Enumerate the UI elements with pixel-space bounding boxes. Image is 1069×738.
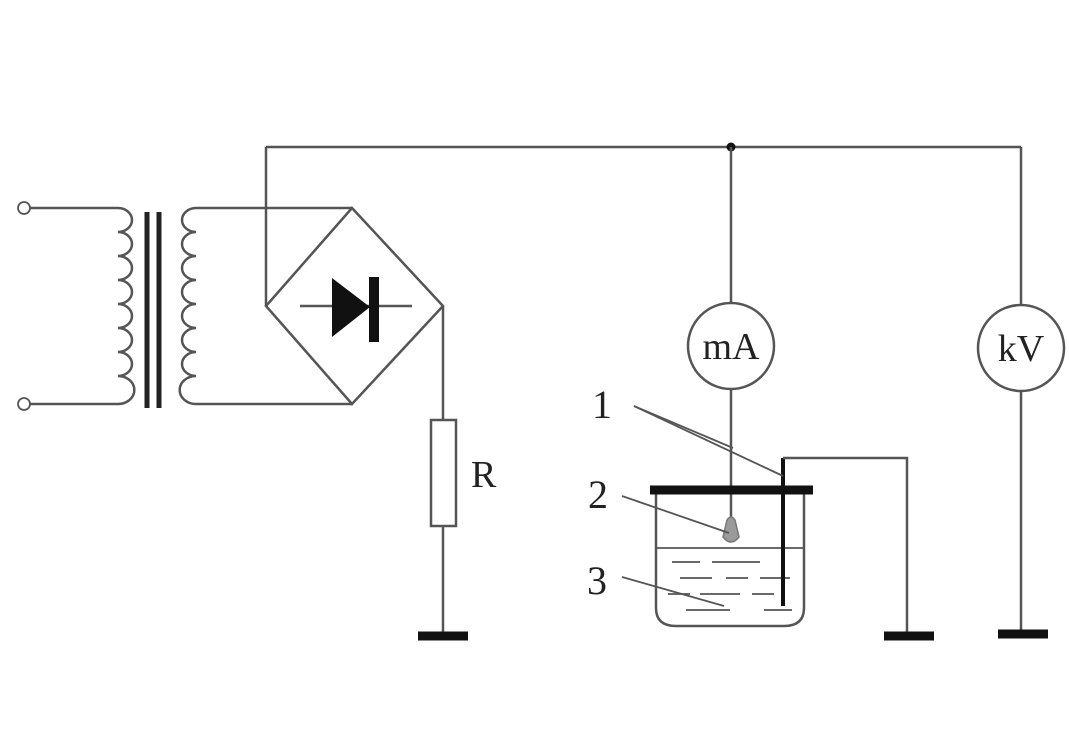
dc-bus	[264, 142, 1023, 306]
beaker	[654, 492, 806, 628]
callout-2-leader	[621, 495, 730, 534]
callout-3-label: 3	[587, 558, 607, 603]
electrolytic-cell	[650, 456, 934, 641]
needle-electrode	[722, 516, 740, 543]
primary-winding	[117, 206, 136, 406]
callout-1-leader-b	[633, 405, 784, 477]
callouts: 1 2 3	[587, 382, 784, 607]
transformer	[117, 206, 352, 408]
resistor	[429, 418, 458, 528]
resistor-branch: R	[418, 306, 497, 641]
callout-2-label: 2	[588, 472, 608, 517]
resistor-label: R	[471, 454, 497, 496]
milliammeter: mA	[686, 301, 776, 520]
bridge-rectifier	[264, 206, 445, 406]
input-terminal-top	[17, 201, 31, 215]
input-terminal-bottom	[17, 397, 31, 411]
liquid-dashes	[668, 561, 792, 611]
kilovoltmeter-label: kV	[998, 328, 1045, 370]
diode-triangle	[332, 278, 370, 337]
rectifier-diamond	[264, 206, 445, 406]
callout-3-leader	[621, 576, 725, 607]
callout-1-label: 1	[592, 382, 612, 427]
secondary-winding	[178, 206, 197, 406]
kilovoltmeter: kV	[976, 303, 1066, 639]
input-terminals	[17, 201, 118, 411]
wire-plate-to-ground	[783, 456, 909, 632]
milliammeter-label: mA	[703, 326, 761, 368]
